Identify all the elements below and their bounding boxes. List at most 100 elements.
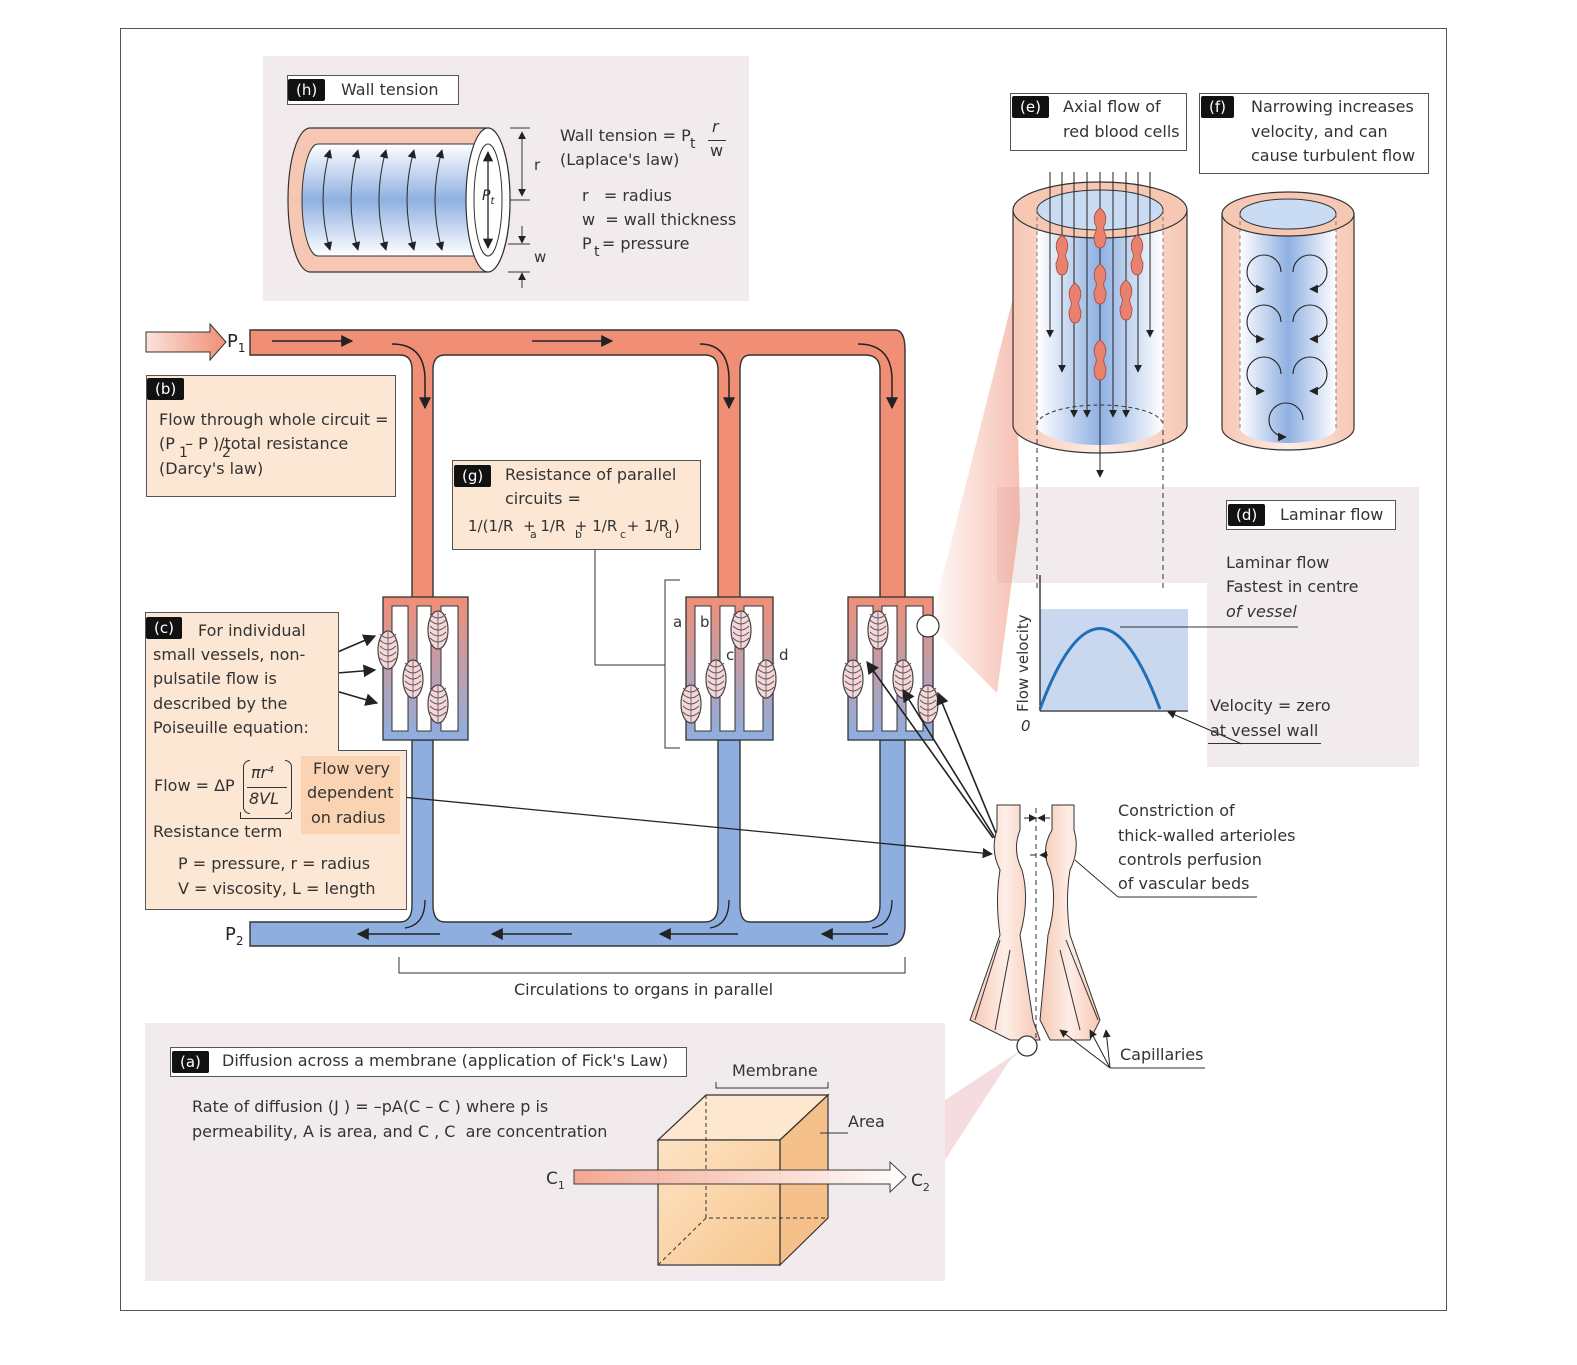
g-connector-line xyxy=(594,550,665,666)
panel-e-line-2: red blood cells xyxy=(1063,122,1180,141)
sphincter-ring xyxy=(755,659,777,699)
panel-c-step-line xyxy=(338,750,407,751)
panel-c-fraction-num: πr⁴ xyxy=(251,763,274,782)
panel-a-titlebox xyxy=(170,1047,687,1077)
panel-f-line-1: Narrowing increases xyxy=(1251,97,1414,116)
sphincter-ring xyxy=(730,610,752,650)
sphincter-ring xyxy=(377,630,399,670)
p1-label: P1 xyxy=(227,331,246,355)
panel-d-line-2: Fastest in centre xyxy=(1226,577,1359,596)
panel-g-line-2: circuits = xyxy=(505,489,581,508)
svg-text:Pt: Pt xyxy=(482,188,495,207)
membrane-cube: C1 C2 Membrane Area xyxy=(546,1061,930,1267)
panel-c-fraction-bar xyxy=(247,787,287,788)
panel-h-fraction-den: w xyxy=(710,141,724,160)
arteriole-line-2: thick-walled arterioles xyxy=(1118,826,1296,845)
panel-h-r-def: r = radius xyxy=(582,186,672,205)
panel-h-tag: (h) xyxy=(288,79,326,101)
wall-tension-cylinder: Pt r w xyxy=(287,127,546,288)
panel-h-formula-sub: t xyxy=(690,136,696,152)
panel-c-resistance-term: Resistance term xyxy=(153,822,283,841)
turbulent-flow-tube xyxy=(1221,191,1355,451)
panel-d-velocity-2: at vessel wall xyxy=(1210,721,1319,740)
panel-d-tag: (d) xyxy=(1228,504,1266,526)
branch-label-a: a xyxy=(673,613,682,631)
panel-c-fraction-den: 8VL xyxy=(249,789,280,808)
panel-b-line-2: (P – P )/total resistance xyxy=(159,434,349,453)
arteriole-drawing xyxy=(969,804,1257,1069)
panel-c-paren-left xyxy=(243,760,250,814)
panel-g-sub-d: d xyxy=(665,528,672,541)
chart-ylabel: Flow velocity xyxy=(1014,614,1032,712)
panel-c-note-2: dependent xyxy=(307,783,394,802)
p2-label: P2 xyxy=(225,924,244,948)
panel-c-flow-formula: Flow = ΔP xyxy=(154,776,235,795)
panel-e-line-1: Axial flow of xyxy=(1063,97,1161,116)
panel-c-legend-2: V = viscosity, L = length xyxy=(178,879,376,898)
panel-c-line-4: described by the xyxy=(153,694,288,713)
panel-g-tag: (g) xyxy=(454,465,492,487)
panel-b-line-3: (Darcy's law) xyxy=(159,459,264,478)
sphincter-ring xyxy=(842,659,864,699)
panel-c-line-5: Poiseuille equation: xyxy=(153,718,309,737)
panel-g-box xyxy=(452,460,701,550)
panel-d-velocity-1: Velocity = zero xyxy=(1210,696,1331,715)
panel-g-sub-c: c xyxy=(620,528,627,541)
panel-d-velocity-underline xyxy=(1208,743,1321,744)
panel-b-sub-1: 1 xyxy=(179,445,188,461)
panel-a-line-2: permeability, A is area, and C , C are c… xyxy=(192,1122,608,1141)
panel-g-line-1: Resistance of parallel xyxy=(505,465,677,484)
panel-f-box xyxy=(1199,93,1429,174)
panel-h-title: Wall tension xyxy=(341,80,439,99)
panel-c-legend-1: P = pressure, r = radius xyxy=(178,854,371,873)
panel-c-tag: (c) xyxy=(146,617,182,639)
area-label: Area xyxy=(848,1112,885,1131)
panel-c-line-2: small vessels, non- xyxy=(153,645,306,664)
panel-d-title: Laminar flow xyxy=(1280,505,1384,524)
panel-f-line-2: velocity, and can xyxy=(1251,122,1388,141)
diffusion-arrow xyxy=(573,1160,907,1194)
arteriole-line-1: Constriction of xyxy=(1118,801,1235,820)
sphincter-ring xyxy=(867,610,889,650)
panel-g-sub-a: a xyxy=(530,528,537,541)
magnify-cone-lower xyxy=(945,1046,1027,1160)
panel-b-box xyxy=(146,375,396,497)
panel-d-line-1: Laminar flow xyxy=(1226,553,1330,572)
panel-c-line-3: pulsatile flow is xyxy=(153,669,277,688)
sphincter-ring xyxy=(427,610,449,650)
panel-a-title: Diffusion across a membrane (application… xyxy=(222,1051,669,1070)
velocity-profile-curve xyxy=(1038,627,1162,710)
parallel-bracket xyxy=(664,579,680,749)
panel-c-line-1: For individual xyxy=(198,621,306,640)
panel-c-note-1: Flow very xyxy=(313,759,390,778)
panel-c-note-3: on radius xyxy=(311,808,386,827)
panel-c-note-box xyxy=(301,756,400,834)
arteriole-line-4: of vascular beds xyxy=(1118,874,1250,893)
figure-frame xyxy=(120,28,1447,1311)
panel-h-formula: Wall tension = P xyxy=(560,126,691,145)
capillary-bed-left xyxy=(382,596,469,741)
svg-text:r: r xyxy=(534,156,541,174)
svg-text:w: w xyxy=(534,248,546,266)
panel-h-fraction-bar xyxy=(708,140,726,141)
sphincter-rings xyxy=(377,610,939,724)
panel-h-fraction-num: r xyxy=(712,117,719,136)
sphincter-ring xyxy=(917,684,939,724)
panel-f-tag: (f) xyxy=(1201,96,1234,118)
panel-h-law: (Laplace's law) xyxy=(560,150,680,169)
organs-bracket xyxy=(398,957,906,974)
panel-c-paren-right xyxy=(285,760,292,814)
panel-g-formula: 1/(1/R + 1/R + 1/R + 1/R ) xyxy=(468,517,680,535)
panel-b-sub-2: 2 xyxy=(222,445,231,461)
sphincter-ring xyxy=(427,684,449,724)
capillary-bed-middle xyxy=(685,596,774,741)
panel-c-brace xyxy=(240,812,292,819)
sphincter-ring xyxy=(705,659,727,699)
panel-a-line-1: Rate of diffusion (J ) = –pA(C – C ) whe… xyxy=(192,1097,549,1116)
branch-label-d: d xyxy=(779,646,789,664)
branch-label-c: c xyxy=(726,646,734,664)
chart-origin: 0 xyxy=(1021,717,1031,735)
panel-a-tag: (a) xyxy=(172,1051,209,1073)
